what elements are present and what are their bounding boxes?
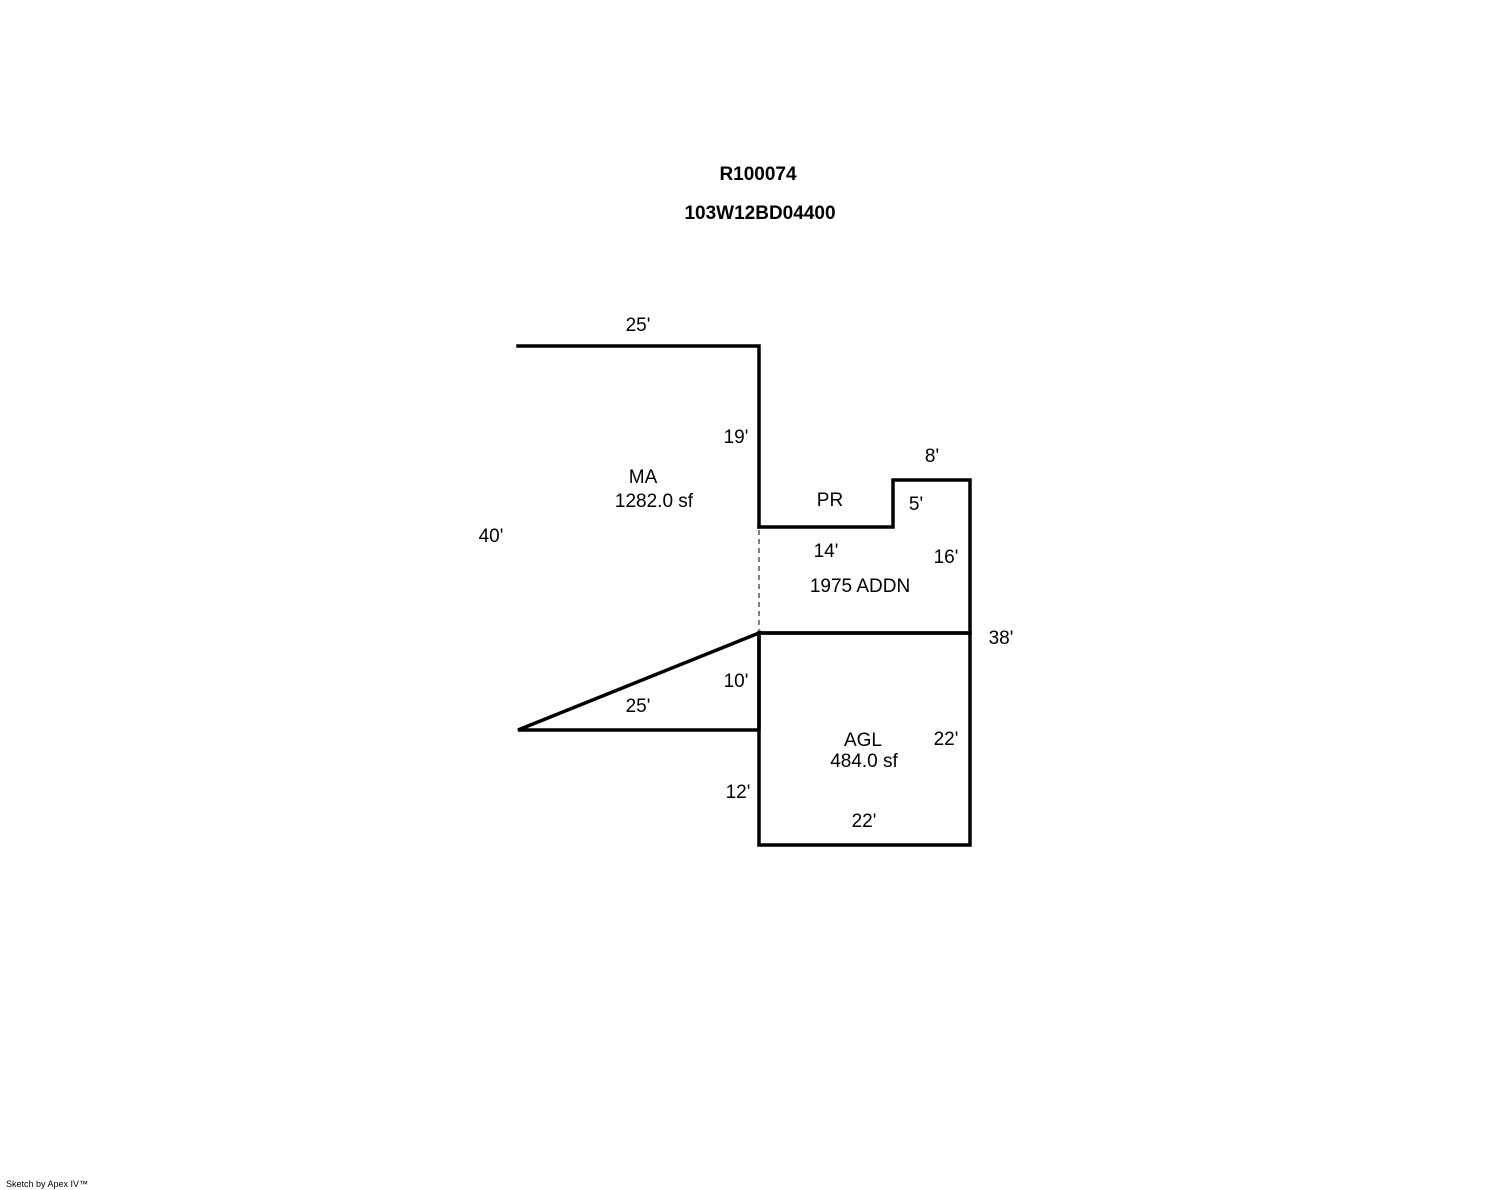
- sketch-credit: Sketch by Apex IV™: [6, 1179, 88, 1189]
- dim-ma-right-lower: 10': [724, 671, 749, 692]
- dim-notch-left: 5': [909, 494, 923, 515]
- dim-ma-left: 40': [479, 526, 504, 547]
- agl-area-label: 484.0 sf: [830, 751, 898, 772]
- dim-agl-right: 22': [934, 729, 959, 750]
- dim-ma-top: 25': [626, 315, 651, 336]
- account-number: R100074: [719, 164, 797, 185]
- map-tax-lot: 103W12BD04400: [684, 203, 835, 224]
- dim-overall-right: 38': [989, 628, 1014, 649]
- dim-pr-bottom: 14': [814, 541, 839, 562]
- pr-code-label: PR: [817, 490, 843, 511]
- addn-name-label: 1975 ADDN: [810, 576, 910, 597]
- agl-code-label: AGL: [844, 730, 882, 751]
- dim-addn-right: 16': [934, 547, 959, 568]
- agl-outline: [757, 631, 972, 847]
- ma-area-label: 1282.0 sf: [615, 491, 694, 512]
- dim-agl-bottom: 22': [852, 811, 877, 832]
- dim-notch-top: 8': [925, 446, 939, 467]
- dim-ma-right-upper: 19': [724, 427, 749, 448]
- dim-ma-bottom: 25': [626, 696, 651, 717]
- ma-code-label: MA: [629, 467, 658, 488]
- dim-agl-left: 12': [726, 782, 751, 803]
